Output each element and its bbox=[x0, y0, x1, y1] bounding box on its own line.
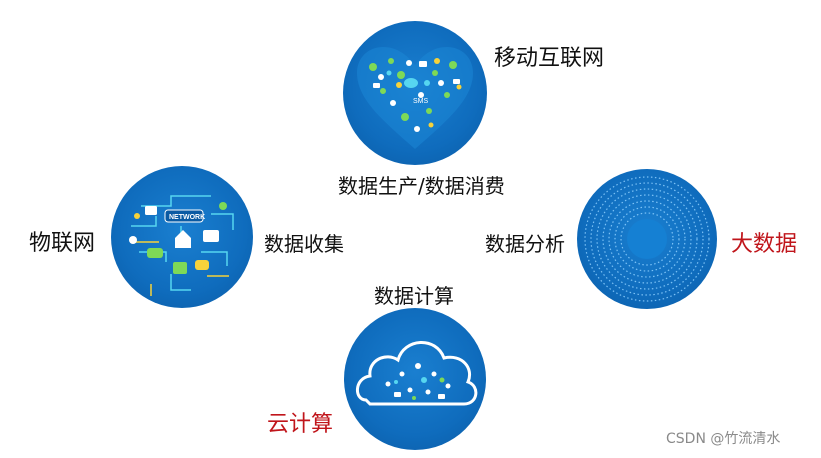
big-data-circle bbox=[577, 169, 717, 309]
cloud-icon bbox=[356, 341, 478, 406]
watermark: CSDN @竹流清水 bbox=[666, 431, 781, 447]
sms-badge: SMS bbox=[413, 98, 429, 105]
cloud-computing-circle bbox=[344, 308, 486, 450]
data-analysis-label: 数据分析 bbox=[485, 232, 565, 256]
data-production-consumption-label: 数据生产/数据消费 bbox=[338, 174, 505, 198]
iot-circle: NETWORK bbox=[111, 166, 253, 308]
big-data-label: 大数据 bbox=[731, 232, 798, 257]
iot-label: 物联网 bbox=[29, 231, 96, 256]
data-rings-icon bbox=[584, 176, 710, 302]
cloud-computing-label: 云计算 bbox=[267, 412, 334, 437]
mobile-internet-label: 移动互联网 bbox=[494, 46, 605, 71]
mobile-internet-circle: SMS bbox=[343, 21, 487, 165]
network-badge: NETWORK bbox=[169, 214, 205, 221]
network-icon-cluster: NETWORK bbox=[129, 195, 234, 296]
data-collection-label: 数据收集 bbox=[264, 232, 344, 256]
heart-icon-cluster: SMS bbox=[357, 47, 473, 149]
data-computation-label: 数据计算 bbox=[374, 284, 454, 308]
